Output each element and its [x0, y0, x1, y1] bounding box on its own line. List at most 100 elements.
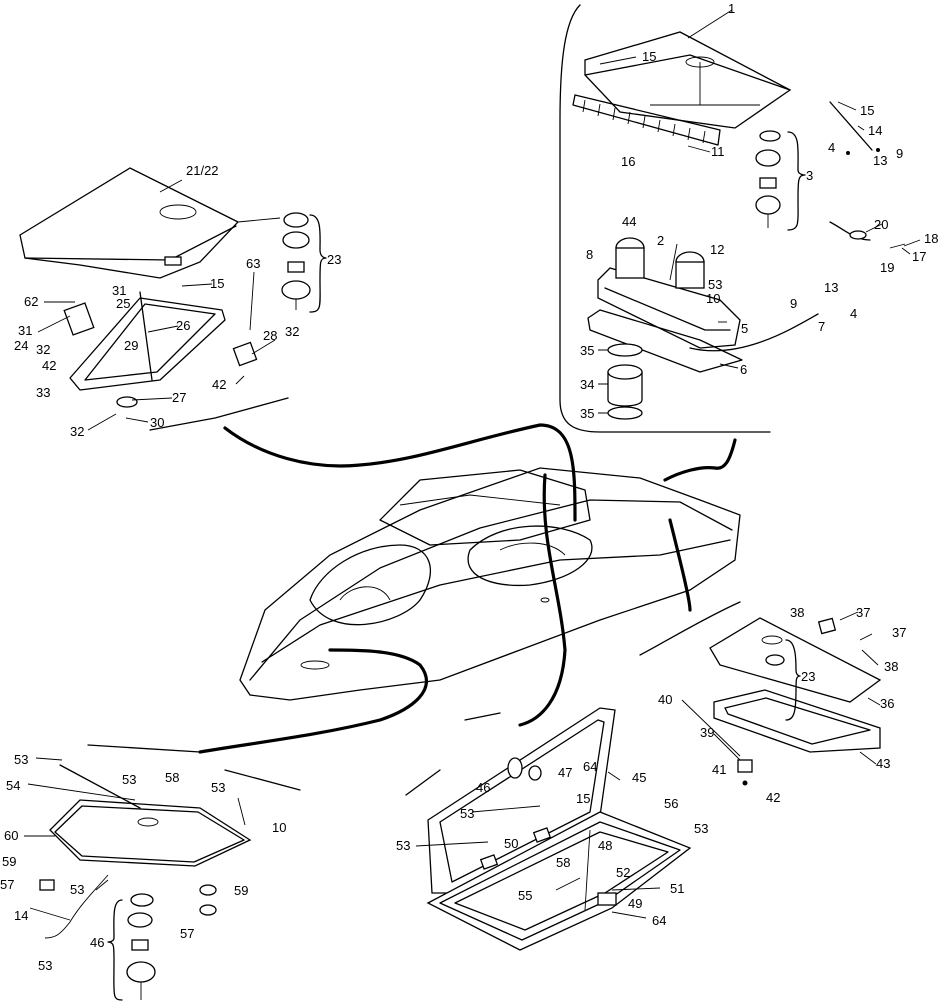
- callout-50: 50: [504, 836, 518, 851]
- callout-28: 28: [263, 328, 277, 343]
- tray-gasket: [587, 309, 743, 373]
- callout-43: 43: [876, 756, 890, 771]
- callout-3: 3: [806, 168, 813, 183]
- callout-35: 35: [580, 406, 594, 421]
- callout-2: 2: [657, 233, 664, 248]
- callout-23: 23: [801, 669, 815, 684]
- callout-53: 53: [122, 772, 136, 787]
- callout-59: 59: [234, 883, 248, 898]
- callout-25: 25: [116, 296, 130, 311]
- callout-53: 53: [708, 277, 722, 292]
- callout-30: 30: [150, 415, 164, 430]
- lid-60: [49, 799, 252, 867]
- callout-64: 64: [583, 759, 597, 774]
- callout-24: 24: [14, 338, 28, 353]
- bottom-left-assembly: [39, 764, 252, 1001]
- callout-6: 6: [740, 362, 747, 377]
- callout-4: 4: [828, 140, 835, 155]
- callout-33: 33: [36, 385, 50, 400]
- callout-14: 14: [868, 123, 882, 138]
- callout-12: 12: [710, 242, 724, 257]
- storage-box-assembly: [426, 707, 692, 951]
- callout-23: 23: [327, 252, 341, 267]
- callout-32: 32: [285, 324, 299, 339]
- callout-53: 53: [694, 821, 708, 836]
- callout-5: 5: [741, 321, 748, 336]
- callout-53: 53: [211, 780, 225, 795]
- leader-lines: [24, 9, 921, 921]
- callout-19: 19: [880, 260, 894, 275]
- callout-48: 48: [598, 838, 612, 853]
- callout-47: 47: [558, 765, 572, 780]
- callout-53: 53: [460, 806, 474, 821]
- callout-27: 27: [172, 390, 186, 405]
- callout-15: 15: [576, 791, 590, 806]
- callout-58: 58: [165, 770, 179, 785]
- callout-20: 20: [874, 217, 888, 232]
- callout-57: 57: [180, 926, 194, 941]
- callout-59: 59: [2, 854, 16, 869]
- cockpit: [309, 544, 431, 626]
- boat-hull: [239, 467, 741, 701]
- callout-63: 63: [246, 256, 260, 271]
- callout-62: 62: [24, 294, 38, 309]
- callout-38: 38: [790, 605, 804, 620]
- callout-58: 58: [556, 855, 570, 870]
- callout-15: 15: [210, 276, 224, 291]
- callout-40: 40: [658, 692, 672, 707]
- callout-13: 13: [824, 280, 838, 295]
- seat-cover: [19, 167, 240, 279]
- callout-7: 7: [818, 319, 825, 334]
- group-border: [559, 4, 771, 433]
- callout-46: 46: [476, 780, 490, 795]
- callout-14: 14: [14, 908, 28, 923]
- callout-51: 51: [670, 881, 684, 896]
- callout-57: 57: [0, 877, 14, 892]
- box-tub: [426, 811, 692, 951]
- hatch-lid-36: [709, 617, 882, 703]
- hatch-cover: [584, 31, 792, 129]
- callout-1: 1: [728, 1, 735, 16]
- callout-37: 37: [856, 605, 870, 620]
- callout-53: 53: [14, 752, 28, 767]
- callout-49: 49: [628, 896, 642, 911]
- callout-36: 36: [880, 696, 894, 711]
- callout-10: 10: [272, 820, 286, 835]
- callout-8: 8: [586, 247, 593, 262]
- callout-38: 38: [884, 659, 898, 674]
- callout-32: 32: [70, 424, 84, 439]
- callout-52: 52: [616, 865, 630, 880]
- callout-21-22: 21/22: [186, 163, 219, 178]
- callout-32: 32: [36, 342, 50, 357]
- callout-42: 42: [42, 358, 56, 373]
- callout-10: 10: [706, 291, 720, 306]
- callout-37: 37: [892, 625, 906, 640]
- callout-53: 53: [38, 958, 52, 973]
- callout-31: 31: [112, 283, 126, 298]
- callout-29: 29: [124, 338, 138, 353]
- callout-55: 55: [518, 888, 532, 903]
- callout-15: 15: [860, 103, 874, 118]
- callout-44: 44: [622, 214, 636, 229]
- hatch-frame-43: [713, 689, 881, 753]
- bracket-3: [787, 131, 806, 231]
- callout-9: 9: [896, 146, 903, 161]
- callout-31: 31: [18, 323, 32, 338]
- right-hatch-assembly: [709, 617, 882, 786]
- hull-outline: [239, 467, 741, 701]
- connector-lines: [87, 397, 741, 796]
- callout-60: 60: [4, 828, 18, 843]
- callout-35: 35: [580, 343, 594, 358]
- callout-11: 11: [711, 144, 725, 159]
- callout-56: 56: [664, 796, 678, 811]
- top-left-assembly: [19, 167, 327, 408]
- callout-39: 39: [700, 725, 714, 740]
- callout-18: 18: [924, 231, 938, 246]
- callout-4: 4: [850, 306, 857, 321]
- callout-13: 13: [873, 153, 887, 168]
- hatch-frame: [69, 297, 226, 391]
- windshield: [379, 469, 591, 546]
- callout-34: 34: [580, 377, 594, 392]
- callout-64: 64: [652, 913, 666, 928]
